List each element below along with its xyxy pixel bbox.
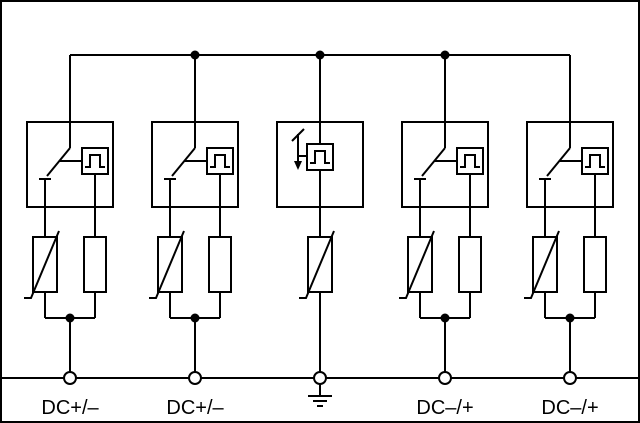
earth-ground-icon [308, 384, 332, 407]
terminal-circle-5 [563, 371, 577, 385]
terminal-circle-2 [188, 371, 202, 385]
terminal-label-1: DC+/– [41, 397, 99, 419]
branch-5 [523, 54, 614, 373]
branch-3-earth [276, 54, 364, 373]
terminal-label-5: DC–/+ [541, 397, 598, 419]
branch-4 [398, 54, 489, 373]
terminal-label-4: DC–/+ [416, 397, 473, 419]
terminal-label-2: DC+/– [166, 397, 224, 419]
terminal-circle-4 [438, 371, 452, 385]
branch-2 [148, 54, 239, 373]
terminal-circle-1 [63, 371, 77, 385]
branch-1 [23, 54, 114, 373]
terminal-circle-3 [313, 371, 327, 385]
